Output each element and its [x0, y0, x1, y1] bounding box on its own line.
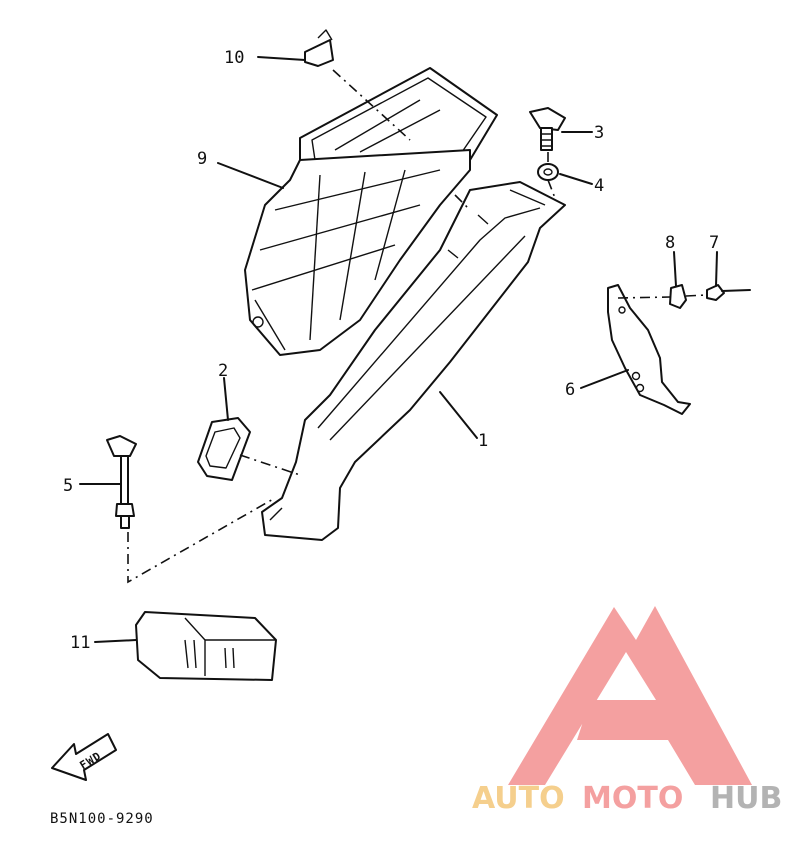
leader-lines: [79, 56, 718, 643]
callout-3: 3: [594, 123, 604, 143]
part-2-gasket: [197, 417, 251, 481]
drawing-code: B5N100-9290: [50, 811, 154, 827]
part-6-plate-bracket: [607, 284, 691, 415]
watermark-logo: AUTO MOTO HUB: [472, 606, 782, 816]
callout-8: 8: [665, 233, 675, 253]
callout-1: 1: [478, 431, 488, 451]
brand-auto: AUTO: [472, 781, 565, 816]
assembly-lines: [127, 69, 707, 584]
part-10-clip: [304, 29, 334, 67]
front-direction-arrow: FWD: [51, 733, 117, 781]
callout-9: 9: [197, 149, 207, 169]
part-3-bolt: [529, 107, 566, 151]
part-11-pad: [135, 611, 277, 681]
part-4-washer: [537, 163, 559, 181]
part-8-nut: [669, 284, 687, 309]
callout-10: 10: [224, 48, 244, 68]
callout-labels: 1 2 3 4 5 6 7 8 9 10 11: [63, 48, 719, 653]
callout-4: 4: [594, 176, 604, 196]
callout-7: 7: [709, 233, 719, 253]
part-7-screw: [706, 284, 751, 301]
brand-moto: MOTO: [582, 781, 683, 816]
callout-2: 2: [218, 361, 228, 381]
part-5-long-bolt: [106, 435, 137, 529]
callout-6: 6: [565, 380, 575, 400]
part-9-air-duct: [244, 67, 498, 356]
part-1-bracket: [261, 181, 566, 541]
callout-5: 5: [63, 476, 73, 496]
callout-11: 11: [70, 633, 90, 653]
brand-hub: HUB: [710, 781, 782, 816]
logo-triangle-icon: [508, 606, 752, 785]
